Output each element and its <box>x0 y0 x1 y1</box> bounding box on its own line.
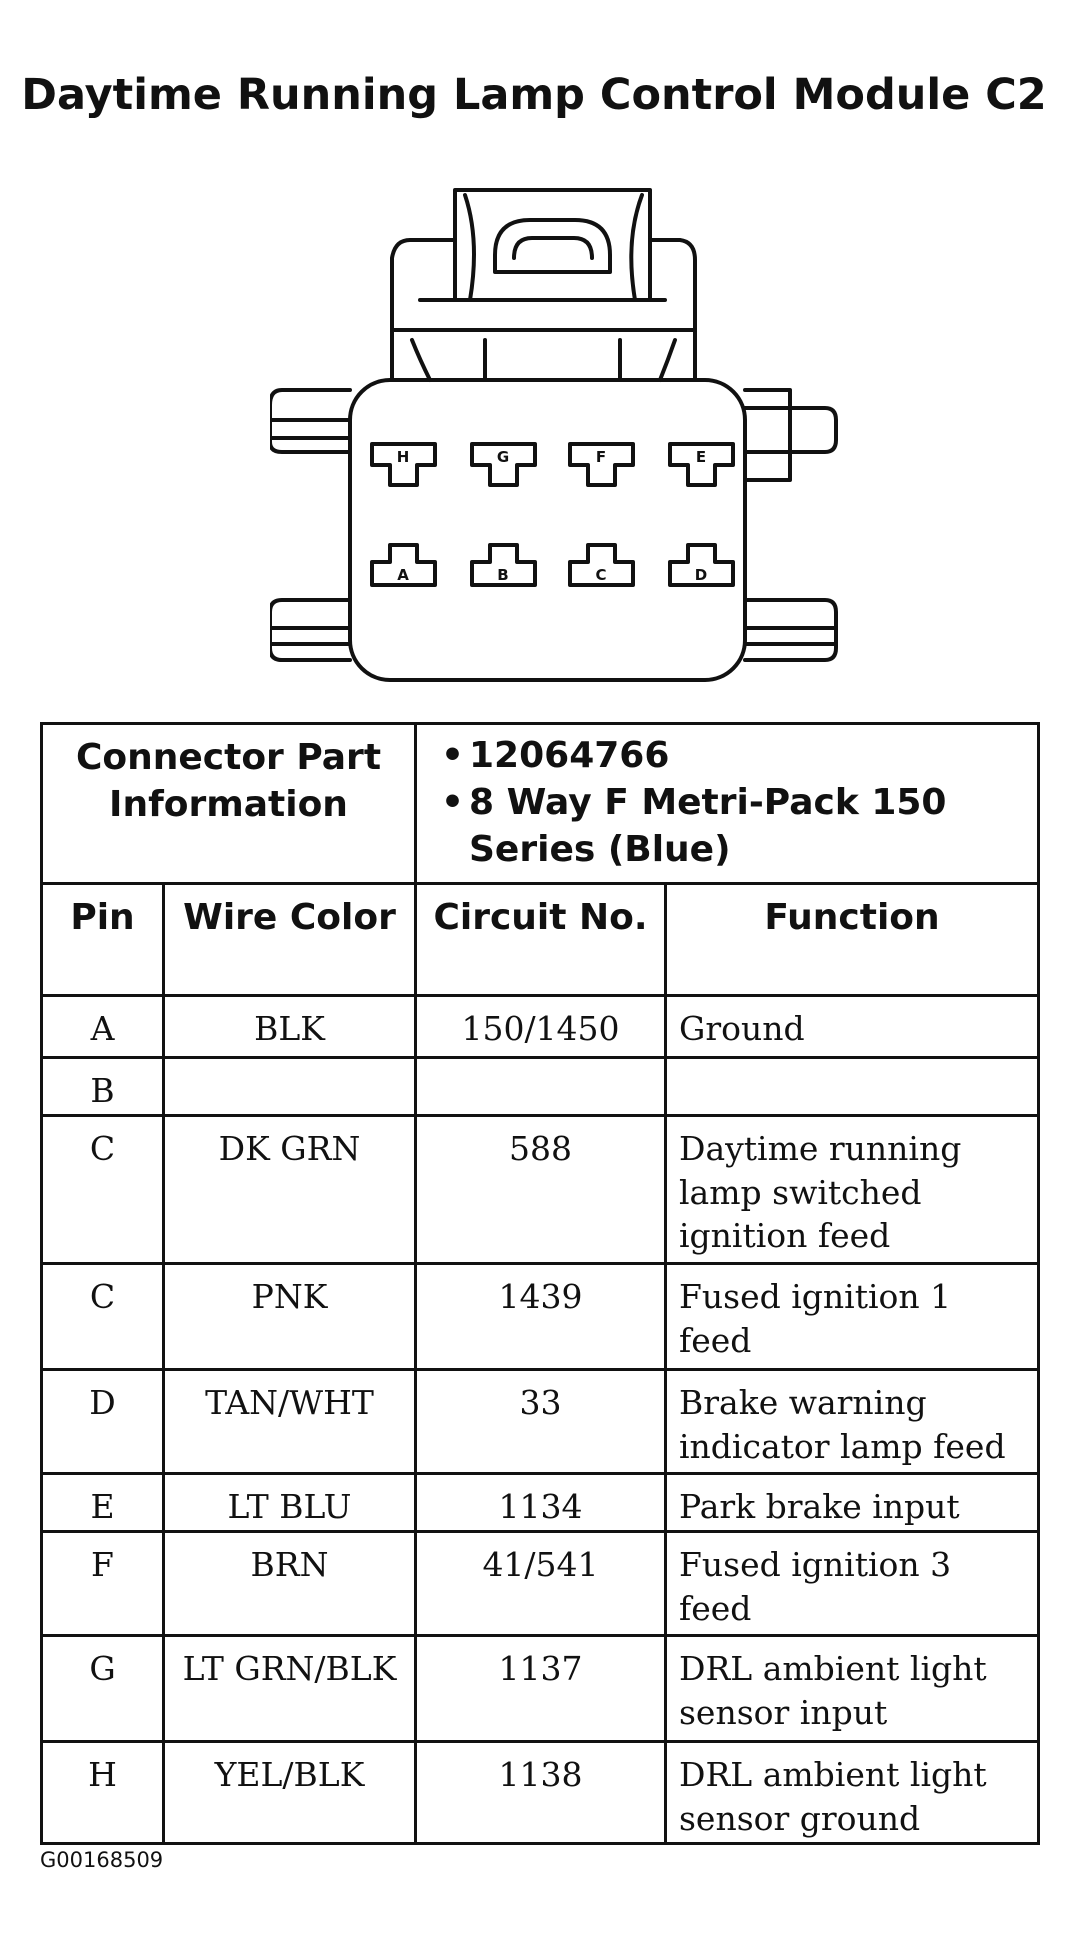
page-title: Daytime Running Lamp Control Module C2 <box>21 70 1047 120</box>
pin-label-e: E <box>696 448 706 466</box>
circuit-cell: 41/541 <box>414 1530 667 1637</box>
pin-label-b: B <box>497 566 508 584</box>
table-row: F BRN 41/541 Fused ignition 3 feed <box>40 1530 1040 1637</box>
circuit-cell: 33 <box>414 1368 667 1475</box>
col-header-wire-color: Wire Color <box>162 882 417 997</box>
wire-color-cell <box>162 1056 417 1117</box>
function-cell: Fused ignition 3 feed <box>664 1530 1040 1637</box>
circuit-cell: 1439 <box>414 1262 667 1371</box>
pin-cell: C <box>40 1262 165 1371</box>
circuit-cell: 150/1450 <box>414 994 667 1059</box>
table-row: E LT BLU 1134 Park brake input <box>40 1472 1040 1533</box>
table-row: B <box>40 1056 1040 1117</box>
col-header-circuit-no: Circuit No. <box>414 882 667 997</box>
pin-cell: E <box>40 1472 165 1533</box>
figure-id: G00168509 <box>40 1848 164 1872</box>
table-row: G LT GRN/BLK 1137 DRL ambient light sens… <box>40 1634 1040 1743</box>
wire-color-cell: LT BLU <box>162 1472 417 1533</box>
pin-label-f: F <box>596 448 606 466</box>
part-info-row: Connector Part Information •12064766 •8 … <box>40 722 1040 885</box>
circuit-cell: 1137 <box>414 1634 667 1743</box>
circuit-cell: 588 <box>414 1114 667 1265</box>
pin-cell: C <box>40 1114 165 1265</box>
part-info-label: Connector Part Information <box>40 722 417 885</box>
wire-color-cell: TAN/WHT <box>162 1368 417 1475</box>
table-row: C PNK 1439 Fused ignition 1 feed <box>40 1262 1040 1371</box>
pin-cell: A <box>40 994 165 1059</box>
table-row: A BLK 150/1450 Ground <box>40 994 1040 1059</box>
pin-label-d: D <box>695 566 707 584</box>
table-row: D TAN/WHT 33 Brake warning indicator lam… <box>40 1368 1040 1475</box>
function-cell: DRL ambient light sensor input <box>664 1634 1040 1743</box>
wire-color-cell: LT GRN/BLK <box>162 1634 417 1743</box>
pin-cell: G <box>40 1634 165 1743</box>
function-cell: Ground <box>664 994 1040 1059</box>
circuit-cell: 1138 <box>414 1740 667 1845</box>
pin-cell: D <box>40 1368 165 1475</box>
pin-cell: H <box>40 1740 165 1845</box>
part-number-item: •12064766 <box>441 735 670 776</box>
pinout-table: Connector Part Information •12064766 •8 … <box>40 722 1040 1845</box>
wire-color-cell: BRN <box>162 1530 417 1637</box>
pin-cell: B <box>40 1056 165 1117</box>
pin-label-h: H <box>397 448 410 466</box>
circuit-cell <box>414 1056 667 1117</box>
wire-color-cell: YEL/BLK <box>162 1740 417 1845</box>
function-cell <box>664 1056 1040 1117</box>
pin-cell: F <box>40 1530 165 1637</box>
col-header-pin: Pin <box>40 882 165 997</box>
wire-color-cell: DK GRN <box>162 1114 417 1265</box>
pin-label-c: C <box>595 566 606 584</box>
col-header-function: Function <box>664 882 1040 997</box>
function-cell: Park brake input <box>664 1472 1040 1533</box>
function-cell: Brake warning indicator lamp feed <box>664 1368 1040 1475</box>
part-info-list: •12064766 •8 Way F Metri-Pack 150 Series… <box>414 722 1040 885</box>
connector-diagram: H G F E A B C D <box>270 188 838 682</box>
pin-label-a: A <box>397 566 409 584</box>
table-row: H YEL/BLK 1138 DRL ambient light sensor … <box>40 1740 1040 1845</box>
function-cell: Fused ignition 1 feed <box>664 1262 1040 1371</box>
function-cell: Daytime running lamp switched ignition f… <box>664 1114 1040 1265</box>
circuit-cell: 1134 <box>414 1472 667 1533</box>
connector-type-item: •8 Way F Metri-Pack 150 Series (Blue) <box>441 781 947 870</box>
table-row: C DK GRN 588 Daytime running lamp switch… <box>40 1114 1040 1265</box>
function-cell: DRL ambient light sensor ground <box>664 1740 1040 1845</box>
pin-label-g: G <box>497 448 509 466</box>
wire-color-cell: PNK <box>162 1262 417 1371</box>
column-header-row: Pin Wire Color Circuit No. Function <box>40 882 1040 997</box>
wire-color-cell: BLK <box>162 994 417 1059</box>
